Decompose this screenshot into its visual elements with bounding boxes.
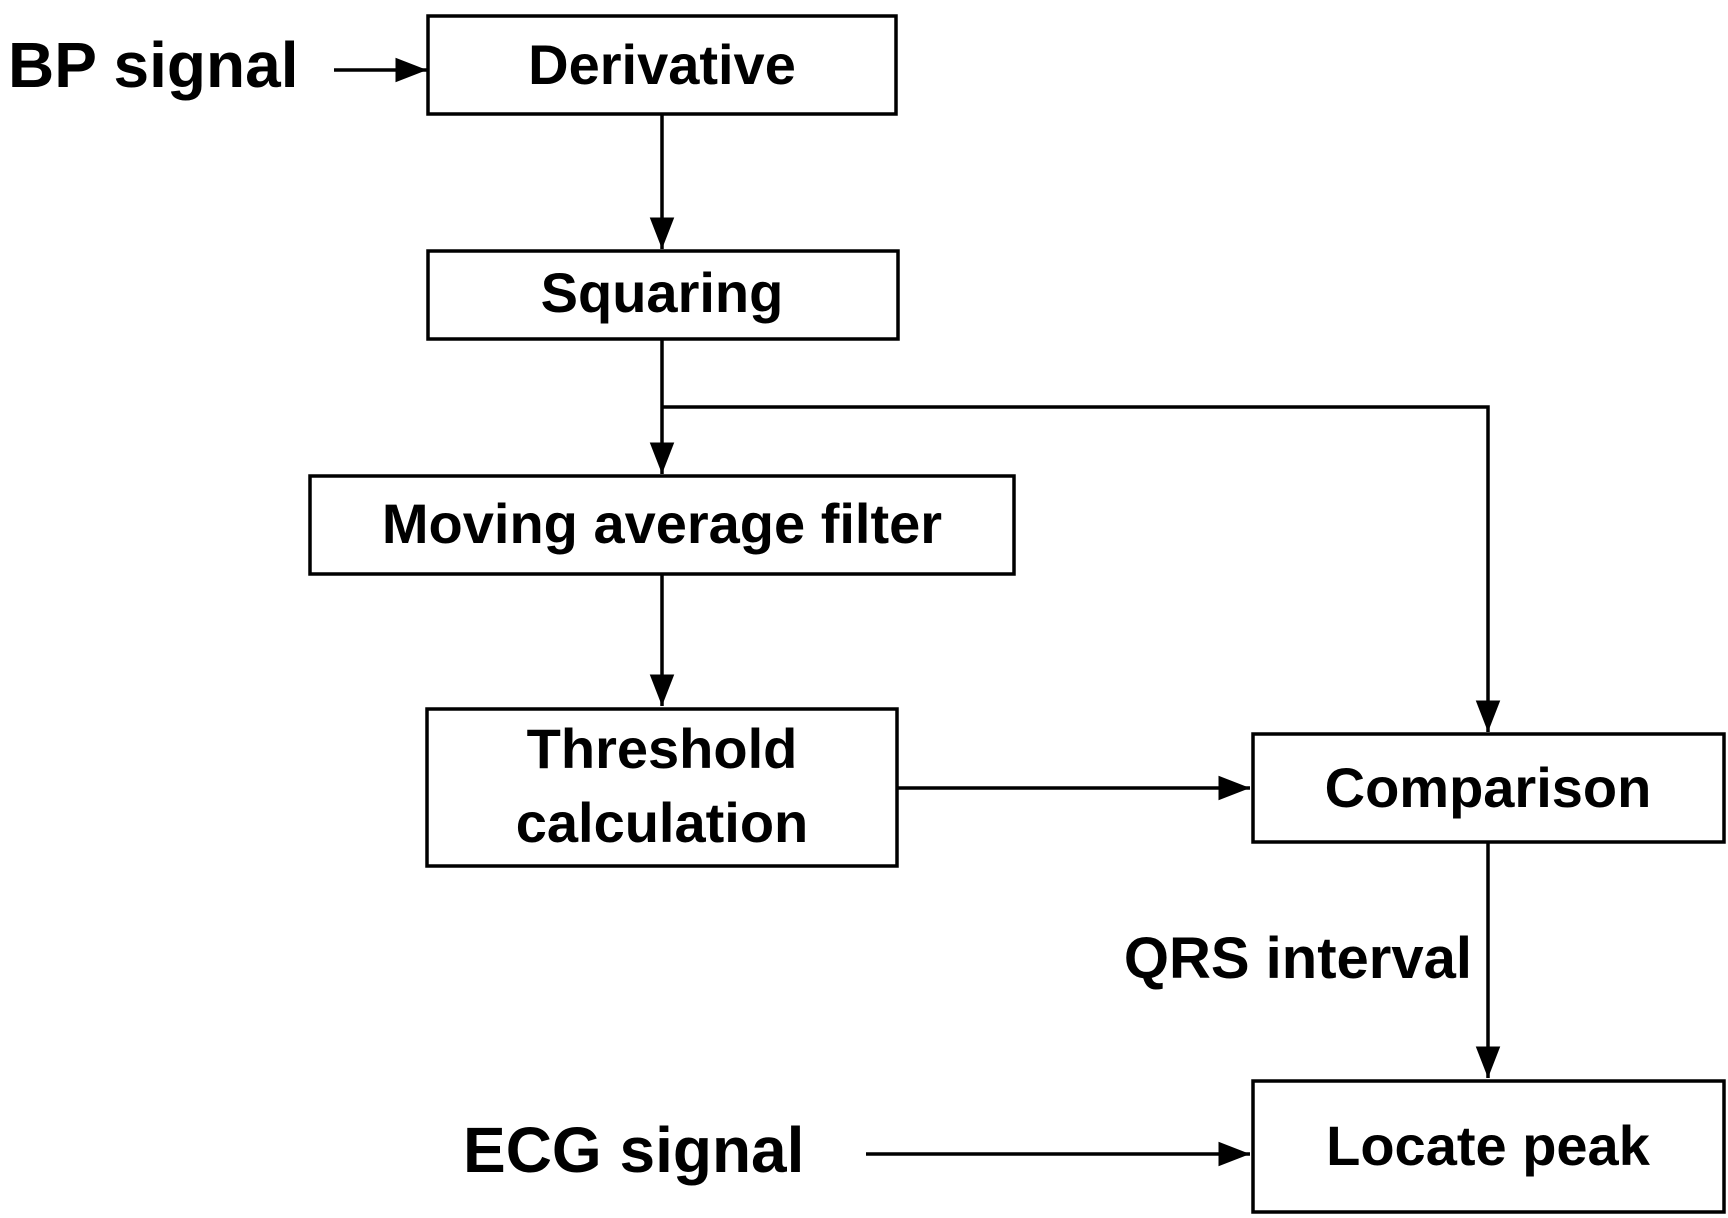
node-derivative: Derivative	[426, 14, 898, 116]
bp-signal-label: BP signal	[8, 29, 298, 101]
node-locate-peak-label: Locate peak	[1326, 1114, 1651, 1177]
node-threshold-label-line1: Threshold	[527, 717, 798, 780]
node-locate-peak: Locate peak	[1251, 1079, 1726, 1214]
arrow-squaring-to-comparison	[662, 405, 1501, 732]
node-comparison: Comparison	[1251, 732, 1726, 844]
node-squaring: Squaring	[426, 249, 900, 341]
node-squaring-label: Squaring	[541, 261, 784, 324]
qrs-interval-label: QRS interval	[1124, 926, 1472, 991]
node-moving-average-filter: Moving average filter	[308, 474, 1016, 576]
node-moving-average-label: Moving average filter	[382, 492, 942, 555]
node-derivative-label: Derivative	[528, 33, 796, 96]
node-threshold-calculation: Threshold calculation	[425, 707, 899, 868]
ecg-signal-label: ECG signal	[463, 1114, 804, 1186]
node-threshold-label-line2: calculation	[516, 791, 809, 854]
node-comparison-label: Comparison	[1325, 756, 1652, 819]
